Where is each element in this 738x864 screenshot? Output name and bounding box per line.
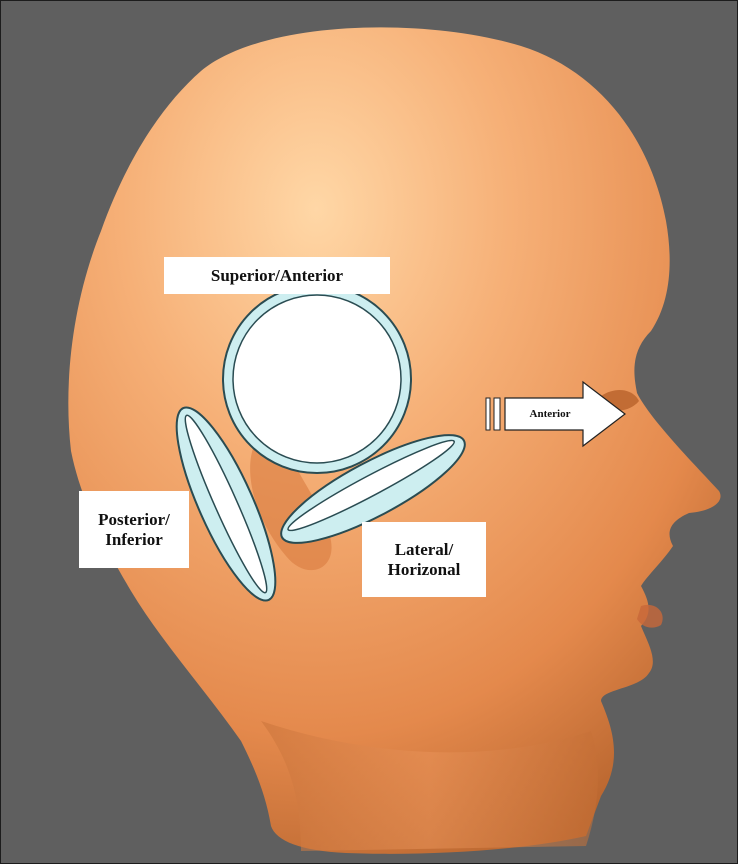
head-silhouette (68, 27, 720, 853)
label-anterior: Anterior (507, 397, 593, 431)
label-superior-anterior: Superior/Anterior (164, 257, 390, 294)
superior-anterior-canal (223, 285, 411, 473)
label-lateral-horizontal: Lateral/ Horizonal (362, 522, 486, 597)
label-posterior-inferior: Posterior/ Inferior (79, 491, 189, 568)
